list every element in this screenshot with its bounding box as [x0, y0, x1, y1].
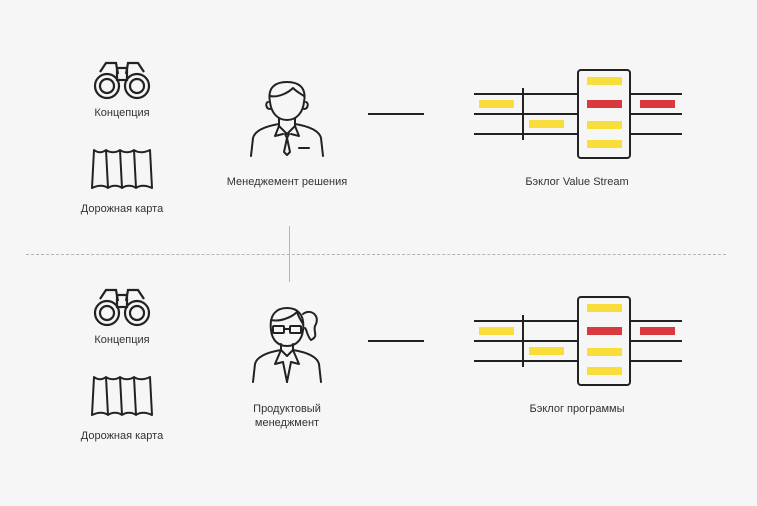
backlog-label: Бэклог Value Stream: [525, 176, 629, 188]
concept-label: Концепция: [94, 334, 150, 346]
backlog-card: [529, 120, 564, 128]
roadmap-label: Дорожная карта: [80, 430, 164, 442]
backlog-card: [587, 304, 622, 312]
vertical-connector: [289, 226, 290, 282]
backlog-label: Бэклог программы: [529, 403, 625, 415]
backlog-card: [479, 100, 514, 108]
backlog-card: [587, 121, 622, 129]
role-label: Продуктовый менеджмент: [253, 403, 321, 429]
backlog-card: [479, 327, 514, 335]
backlog-card: [587, 100, 622, 108]
backlog-card: [587, 327, 622, 335]
connector-line: [368, 113, 424, 115]
businessman-icon: [250, 81, 324, 157]
backlog-card: [587, 140, 622, 148]
backlog-diagram: [474, 69, 682, 159]
binoculars-icon: [93, 288, 151, 327]
map-icon: [91, 149, 153, 189]
binoculars-icon: [93, 61, 151, 100]
backlog-card: [640, 327, 675, 335]
backlog-card: [587, 77, 622, 85]
backlog-diagram: [474, 296, 682, 386]
backlog-card: [640, 100, 675, 108]
backlog-card: [587, 348, 622, 356]
role-label: Менеджемент решения: [226, 176, 348, 188]
map-icon: [91, 376, 153, 416]
connector-line: [368, 340, 424, 342]
concept-label: Концепция: [94, 107, 150, 119]
backlog-card: [587, 367, 622, 375]
businesswoman-icon: [252, 307, 322, 383]
roadmap-label: Дорожная карта: [80, 203, 164, 215]
section-divider: [26, 254, 726, 255]
backlog-card: [529, 347, 564, 355]
